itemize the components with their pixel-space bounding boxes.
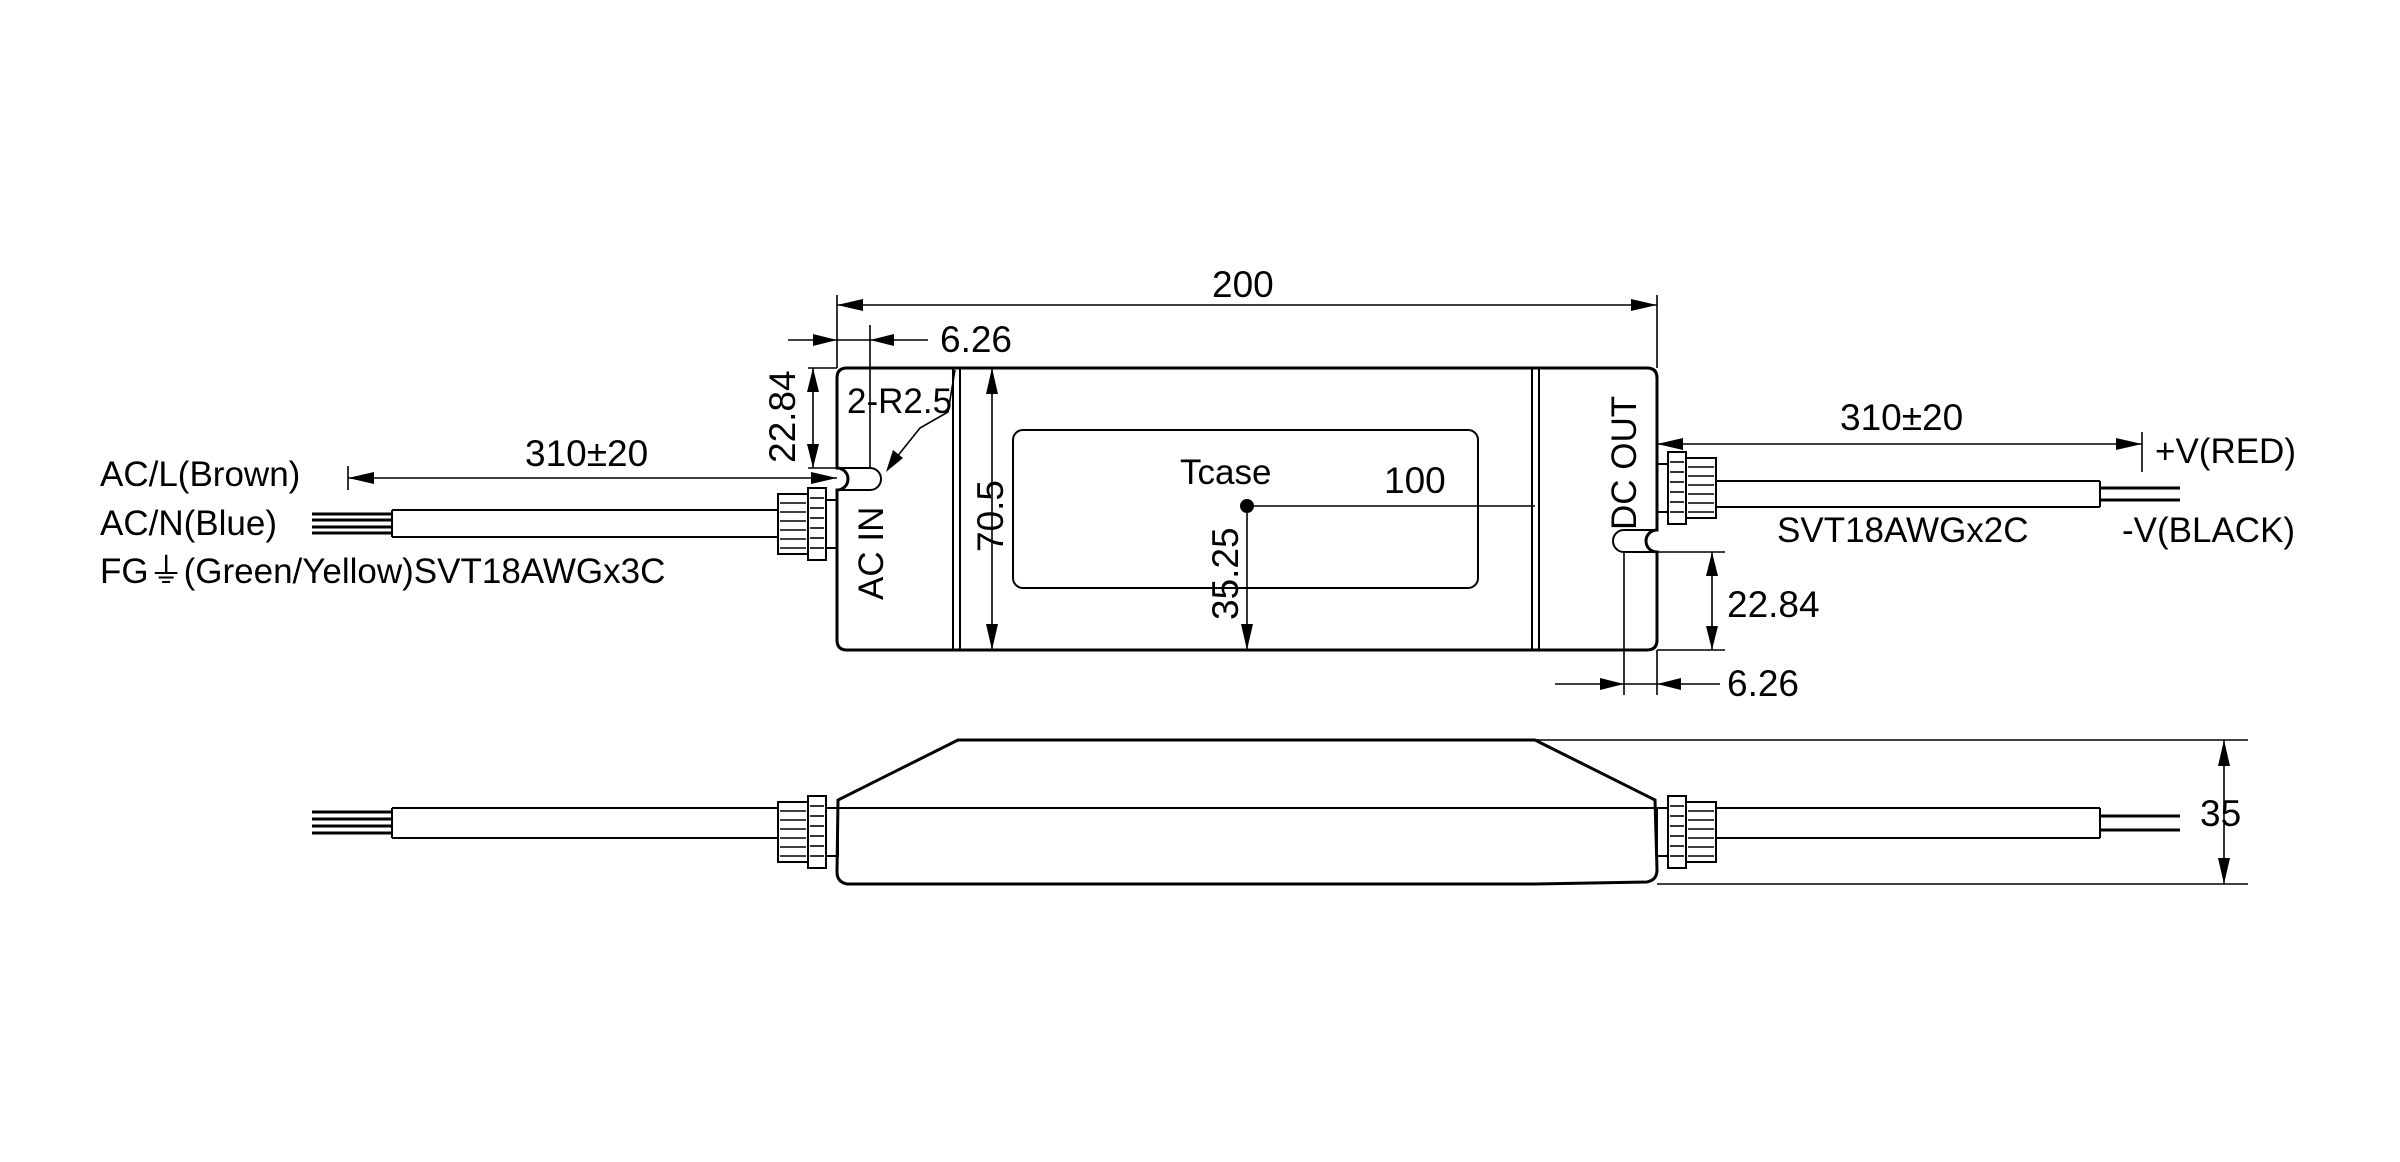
dim-hole-offset-right: 6.26 [1555, 552, 1799, 704]
dim-height-70-5: 70.5 [970, 368, 1011, 650]
dim-ac-cable-length: 310±20 [347, 433, 837, 490]
dim-hole-offset-left: 6.26 [788, 319, 1012, 468]
corner-radius-note: 2-R2.5 [847, 369, 956, 472]
label-plate [1012, 429, 1479, 589]
ac-wire-l-label: AC/L(Brown) [100, 455, 300, 494]
ac-cable-length-text: 310±20 [525, 433, 648, 474]
dim-side-height-35: 35 [1535, 739, 2248, 885]
tcase-dot [1240, 499, 1254, 513]
side-ac-cable [312, 807, 778, 839]
ac-port-label: AC IN [852, 507, 891, 600]
ac-wire-n-label: AC/N(Blue) [100, 504, 277, 543]
top-view: AC IN DC OUT [100, 264, 2296, 704]
dim-slot-height-right-text: 22.84 [1727, 584, 1820, 625]
side-dc-cable [1716, 807, 2180, 839]
dim-width-200: 200 [836, 264, 1658, 368]
side-ac-strain-relief [777, 795, 839, 869]
tcase-point: Tcase 100 35.25 [1180, 453, 1535, 650]
dim-hole-offset-right-text: 6.26 [1727, 663, 1799, 704]
dim-height-text: 70.5 [970, 480, 1011, 552]
dc-cable-spec-label: SVT18AWGx2C [1777, 511, 2029, 550]
dim-dc-cable-length: 310±20 [1657, 397, 2143, 472]
dim-width-text: 200 [1212, 264, 1274, 305]
right-slot-end [1612, 529, 1625, 553]
dc-wire-pos-label: +V(RED) [2155, 432, 2296, 471]
side-housing-outline [835, 738, 1659, 886]
left-slot-end [869, 467, 882, 491]
dim-side-height-text: 35 [2200, 793, 2241, 834]
dim-slot-height-right: 22.84 [1657, 551, 1820, 651]
ac-wire-fg-label: FG⏚(Green/Yellow)SVT18AWGx3C [100, 552, 665, 591]
side-view: 35 [312, 738, 2248, 886]
dim-slot-height-left: 22.84 [762, 367, 837, 469]
dim-slot-height-left-text: 22.84 [762, 370, 803, 463]
dc-port-label: DC OUT [1605, 396, 1644, 530]
tcase-label: Tcase [1180, 453, 1271, 492]
corner-radius-text: 2-R2.5 [847, 382, 952, 421]
tcase-y-text: 35.25 [1205, 527, 1246, 620]
side-dc-strain-relief [1656, 795, 1717, 869]
tcase-x-text: 100 [1384, 460, 1446, 501]
dc-strain-relief [1656, 451, 1717, 525]
dim-hole-offset-left-text: 6.26 [940, 319, 1012, 360]
ac-strain-relief [777, 487, 838, 561]
dc-cable [1716, 480, 2180, 508]
ac-cable [312, 509, 778, 538]
dc-cable-length-text: 310±20 [1840, 397, 1963, 438]
dc-wire-neg-label: -V(BLACK) [2122, 511, 2295, 550]
